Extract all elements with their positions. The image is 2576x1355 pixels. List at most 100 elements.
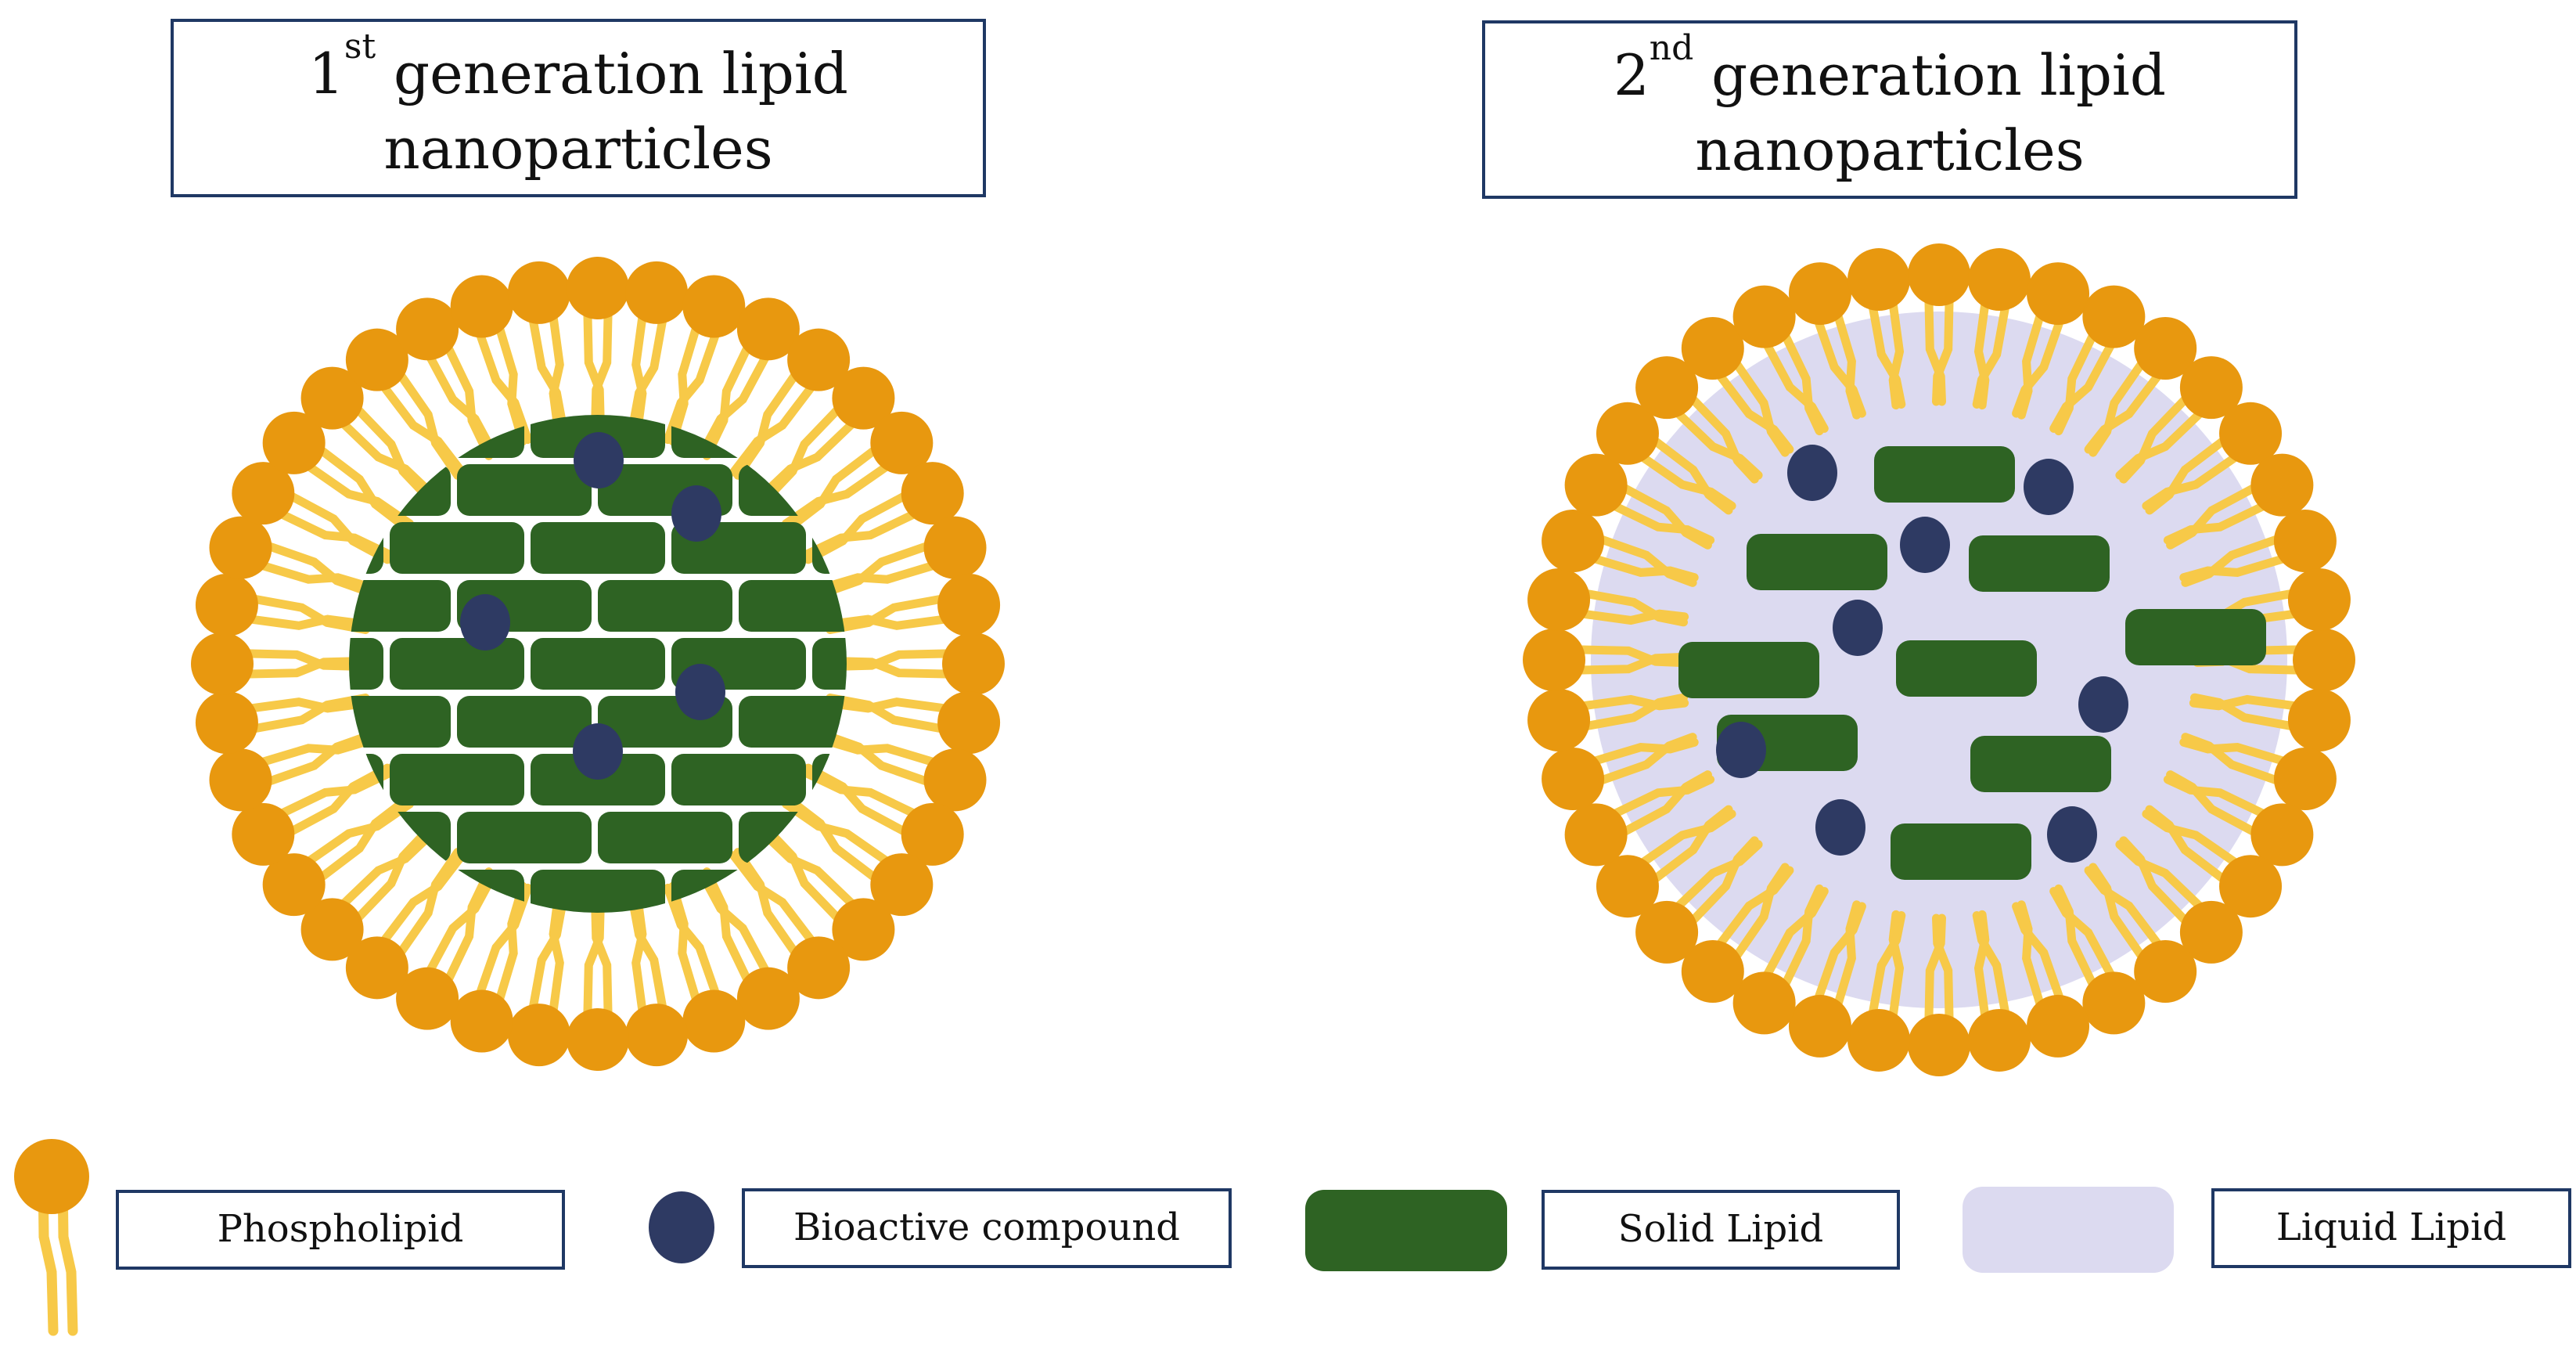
phospholipid-tail [2166, 484, 2257, 550]
phospholipid-tail [761, 406, 841, 504]
second-title-suffix: nd [1649, 28, 1694, 68]
phospholipid-head [1527, 688, 1591, 751]
phospholipid-tail [817, 729, 930, 786]
phospholipid-tail [828, 649, 950, 671]
phospholipid-head [1596, 402, 1659, 465]
solid-lipid-block [1891, 823, 2031, 880]
phospholipid-tail [697, 870, 769, 974]
phospholipid-tail [826, 595, 944, 634]
phospholipid-head [567, 1008, 629, 1071]
phospholipid-tail [826, 694, 944, 733]
phospholipid-tail [1973, 301, 1990, 410]
solid-lipid-block [457, 348, 592, 400]
phospholipid-tail [529, 892, 568, 1010]
phospholipid-tail [495, 881, 527, 1002]
phospholipid-head [2134, 940, 2197, 1004]
phospholipid-tail [583, 894, 605, 1016]
phospholipid-head [300, 898, 364, 961]
phospholipid-tail [1592, 737, 1699, 765]
phospholipid-head [1847, 248, 1911, 312]
phospholipid-tail [828, 657, 950, 679]
phospholipid-head [1635, 900, 1699, 964]
phospholipid-tail [340, 420, 438, 500]
solid-lipid-block [1896, 640, 2037, 697]
bioactive-compound [1833, 600, 1883, 656]
phospholipid-tail [266, 729, 379, 786]
phospholipid-head [625, 261, 689, 324]
phospholipid-head [262, 853, 326, 917]
phospholipid-tail [1888, 301, 1905, 410]
solid-lipid-block [108, 870, 243, 921]
phospholipid-head [2287, 688, 2351, 751]
phospholipid-head [262, 411, 326, 474]
phospholipid-tail [2142, 454, 2239, 510]
phospholipid-tail [804, 763, 908, 835]
phospholipid-tail [1639, 809, 1736, 866]
bioactive-compound [2024, 459, 2074, 515]
phospholipid-tail [1592, 555, 1699, 582]
phospholipid-tail [1815, 902, 1866, 1001]
phospholipid-tail [426, 354, 498, 458]
phospholipid-tail [1869, 305, 1906, 409]
phospholipid-head [901, 802, 964, 866]
phospholipid-tail [663, 883, 720, 996]
phospholipid-tail [668, 326, 700, 446]
phospholipid-tail [733, 848, 798, 956]
phospholipid-head [396, 297, 459, 361]
solid-lipid-block [1874, 446, 2015, 503]
legend-liquid-lipid-label: Liquid Lipid [2211, 1188, 2571, 1268]
phospholipid-tail [782, 799, 890, 864]
phospholipid-head [1542, 509, 1605, 572]
solid-lipid-block [1678, 642, 1819, 698]
phospholipid-tail [1584, 589, 1688, 627]
phospholipid-tail [1675, 410, 1763, 480]
solid-lipid-block [1020, 928, 1155, 979]
first-generation-title: 1st generation lipid nanoparticles [171, 19, 986, 197]
phospholipid-head [1788, 994, 1851, 1058]
second-generation-nanoparticle [1523, 243, 2355, 1076]
phospholipid-head [195, 691, 258, 755]
phospholipid-tail [1972, 305, 2009, 409]
phospholipid-tail [2049, 342, 2115, 433]
phospholipid-tail [1639, 454, 1736, 510]
phospholipid-head [232, 462, 295, 525]
phospholipid-head [2027, 262, 2090, 326]
phospholipid-tail [2084, 373, 2161, 454]
phospholipid-tail [804, 492, 908, 564]
phospholipid-head [2179, 356, 2243, 420]
solid-lipid-block [390, 754, 524, 805]
solid-lipid-block [598, 812, 732, 863]
phospholipid-tail [733, 372, 798, 480]
phospholipid-tail [476, 332, 533, 445]
phospholipid-tail [2054, 884, 2096, 987]
phospholipid-head [232, 802, 295, 866]
bioactive-compound [2047, 806, 2097, 863]
phospholipid-head [567, 257, 629, 319]
phospholipid-tail [668, 881, 700, 1002]
phospholipid-head [682, 989, 746, 1053]
solid-lipid-block [1020, 348, 1155, 400]
phospholipid-tail [1782, 333, 1824, 436]
phospholipid-head [345, 328, 408, 391]
phospholipid-tail [1717, 866, 1794, 947]
phospholipid-head [870, 853, 934, 917]
solid-lipid-block [531, 638, 665, 690]
phospholipid-tail [279, 768, 394, 817]
phospholipid-tail [2142, 809, 2239, 866]
first-title-ordinal: 1 [308, 41, 344, 106]
bioactive-compound [574, 432, 624, 488]
solid-lipid-block [531, 415, 665, 458]
phospholipid-tail [2084, 866, 2161, 947]
phospholipid-head [832, 898, 895, 961]
solid-lipid-block [1970, 736, 2111, 792]
phospholipid-head [345, 936, 408, 1000]
phospholipid-head [2219, 402, 2283, 465]
phospholipid-head [1732, 971, 1796, 1035]
phospholipid-head [901, 462, 964, 525]
phospholipid-tail [2163, 503, 2266, 545]
phospholipid-tail [2119, 395, 2189, 484]
phospholipid-tail [1869, 911, 1906, 1015]
phospholipid-head [682, 275, 746, 338]
phospholipid-head [1527, 568, 1591, 632]
phospholipid-head [923, 748, 987, 812]
